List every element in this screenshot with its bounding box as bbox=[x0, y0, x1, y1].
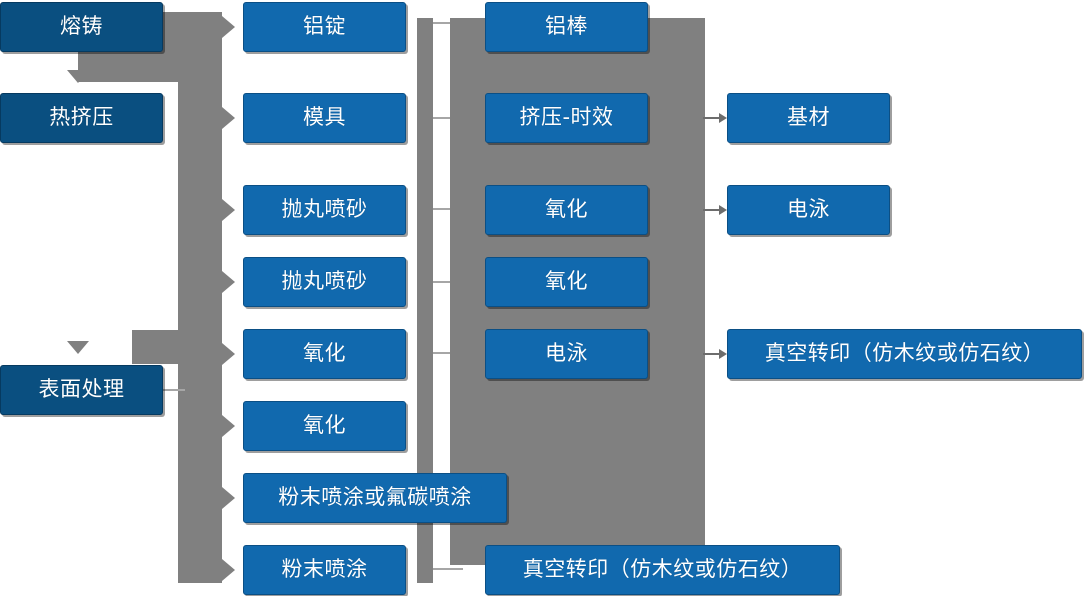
spine-arrow-oxidation-1 bbox=[222, 343, 235, 365]
treatment-label-vacuum-transfer: 真空转印（仿木纹或仿石纹） bbox=[522, 557, 803, 582]
process-label-mold: 模具 bbox=[303, 105, 346, 130]
stage-label-hot-extrusion: 热挤压 bbox=[49, 105, 114, 130]
connector-mid-line-extrude bbox=[433, 117, 463, 119]
connector-left-spine bbox=[178, 12, 222, 583]
output-label-vacuum-transfer: 真空转印（仿木纹或仿石纹） bbox=[764, 341, 1045, 366]
process-box-oxidation-2[interactable]: 氧化 bbox=[243, 401, 406, 451]
stage-label-surface-treatment: 表面处理 bbox=[38, 377, 125, 402]
process-label-ingot: 铝锭 bbox=[303, 14, 346, 39]
stage-label-melting: 熔铸 bbox=[60, 14, 103, 39]
connector-mid-spine bbox=[417, 18, 433, 583]
process-box-shotblast-2[interactable]: 抛丸喷砂 bbox=[243, 257, 406, 307]
treatment-box-extrusion-aging[interactable]: 挤压-时效 bbox=[485, 93, 648, 143]
spine-arrow-shotblast-2 bbox=[222, 271, 235, 293]
process-label-oxidation-1: 氧化 bbox=[303, 341, 346, 366]
treatment-box-electrophoresis[interactable]: 电泳 bbox=[485, 329, 648, 379]
process-box-powder-spray[interactable]: 粉末喷涂 bbox=[243, 545, 406, 595]
connector-mid-line-vacuum bbox=[433, 568, 463, 570]
process-label-shotblast-1: 抛丸喷砂 bbox=[281, 197, 368, 222]
output-box-vacuum-transfer[interactable]: 真空转印（仿木纹或仿石纹） bbox=[727, 329, 1082, 379]
spine-arrow-powder bbox=[222, 559, 235, 581]
stage-box-melting[interactable]: 熔铸 bbox=[0, 2, 163, 52]
spine-arrow-oxidation-2 bbox=[222, 415, 235, 437]
connector-surface-to-spine bbox=[163, 389, 185, 391]
arrow-to-substrate bbox=[703, 113, 727, 123]
treatment-box-oxidation-2[interactable]: 氧化 bbox=[485, 257, 648, 307]
process-label-powder-or-fluorocarbon-spray: 粉末喷涂或氟碳喷涂 bbox=[278, 485, 472, 510]
process-box-oxidation-1[interactable]: 氧化 bbox=[243, 329, 406, 379]
spine-arrow-powder-fluor bbox=[222, 487, 235, 509]
spine-arrow-shotblast-1 bbox=[222, 199, 235, 221]
treatment-box-oxidation-1[interactable]: 氧化 bbox=[485, 185, 648, 235]
connector-left-spine-lower bbox=[132, 330, 222, 364]
process-label-shotblast-2: 抛丸喷砂 bbox=[281, 269, 368, 294]
treatment-box-vacuum-transfer[interactable]: 真空转印（仿木纹或仿石纹） bbox=[485, 545, 840, 595]
connector-mid-line-bar bbox=[433, 22, 463, 24]
connector-mid-line-oxidation-2 bbox=[433, 281, 463, 283]
output-label-electrophoresis: 电泳 bbox=[787, 197, 830, 222]
spine-arrow-mold bbox=[222, 107, 235, 129]
arrow-to-electro bbox=[703, 205, 727, 215]
treatment-label-oxidation-2: 氧化 bbox=[545, 269, 588, 294]
treatment-label-aluminum-bar: 铝棒 bbox=[545, 14, 588, 39]
process-label-powder-spray: 粉末喷涂 bbox=[281, 557, 368, 582]
connector-left-top-bridge bbox=[78, 52, 178, 82]
connector-mid-line-electro bbox=[433, 352, 463, 354]
spine-arrow-ingot bbox=[222, 16, 235, 38]
treatment-label-electrophoresis: 电泳 bbox=[545, 341, 588, 366]
connector-left-down-arrow-extrude bbox=[67, 70, 89, 83]
stage-box-hot-extrusion[interactable]: 热挤压 bbox=[0, 93, 163, 143]
treatment-label-oxidation-1: 氧化 bbox=[545, 197, 588, 222]
treatment-label-extrusion-aging: 挤压-时效 bbox=[519, 105, 614, 130]
treatment-box-aluminum-bar[interactable]: 铝棒 bbox=[485, 2, 648, 52]
process-box-shotblast-1[interactable]: 抛丸喷砂 bbox=[243, 185, 406, 235]
connector-left-down-arrow-surface bbox=[67, 341, 89, 354]
stage-box-surface-treatment[interactable]: 表面处理 bbox=[0, 365, 163, 415]
process-box-mold[interactable]: 模具 bbox=[243, 93, 406, 143]
arrow-to-vacuum bbox=[703, 349, 727, 359]
output-box-substrate[interactable]: 基材 bbox=[727, 93, 890, 143]
process-box-powder-or-fluorocarbon-spray[interactable]: 粉末喷涂或氟碳喷涂 bbox=[243, 473, 507, 523]
output-label-substrate: 基材 bbox=[787, 105, 830, 130]
process-box-ingot[interactable]: 铝锭 bbox=[243, 2, 406, 52]
process-label-oxidation-2: 氧化 bbox=[303, 413, 346, 438]
output-box-electrophoresis[interactable]: 电泳 bbox=[727, 185, 890, 235]
connector-mid-line-oxidation-1 bbox=[433, 208, 463, 210]
